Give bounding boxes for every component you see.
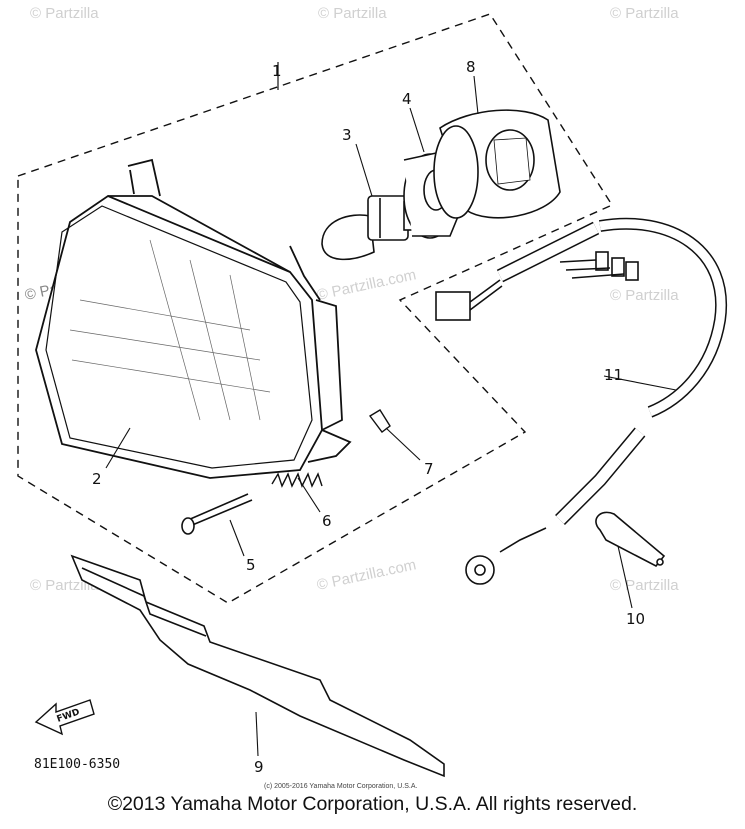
watermark: © Partzilla	[610, 287, 679, 304]
callout-5: 5	[246, 556, 256, 574]
copyright-footer: ©2013 Yamaha Motor Corporation, U.S.A. A…	[107, 793, 638, 815]
headlight-stay	[70, 554, 445, 778]
watermark: © Partzilla	[610, 5, 679, 22]
callout-3: 3	[342, 126, 352, 144]
callout-10: 10	[626, 610, 645, 628]
mounting-bolt	[181, 493, 253, 535]
retaining-clip	[368, 409, 391, 433]
callout-11: 11	[604, 366, 623, 384]
callout-1: 1	[272, 62, 282, 80]
callout-2: 2	[92, 470, 102, 488]
headlight-unit	[35, 158, 352, 479]
rubber-cover	[433, 109, 561, 219]
wire-clamp	[595, 511, 666, 568]
watermark: © Partzilla	[610, 577, 679, 594]
headlight-bulb	[321, 195, 423, 261]
callout-6: 6	[322, 512, 332, 530]
callout-8: 8	[466, 58, 476, 76]
watermark: © Partzilla.com	[315, 556, 417, 594]
adjusting-spring	[271, 472, 323, 488]
assembly-boundary	[17, 13, 614, 604]
callout-9: 9	[254, 758, 264, 776]
leader-lines	[105, 75, 677, 757]
callouts: 1 2 3 4 5 6 7 8 9 10 11	[92, 58, 645, 776]
callout-7: 7	[424, 460, 434, 478]
part-code: 81E100-6350	[34, 757, 120, 772]
watermark: © Partzilla	[318, 5, 387, 22]
small-copyright: (c) 2005-2016 Yamaha Motor Corporation, …	[264, 783, 417, 790]
wire-harness	[435, 217, 728, 585]
fwd-arrow: FWD	[34, 699, 95, 736]
watermark: © Partzilla	[30, 5, 99, 22]
callout-4: 4	[402, 90, 412, 108]
